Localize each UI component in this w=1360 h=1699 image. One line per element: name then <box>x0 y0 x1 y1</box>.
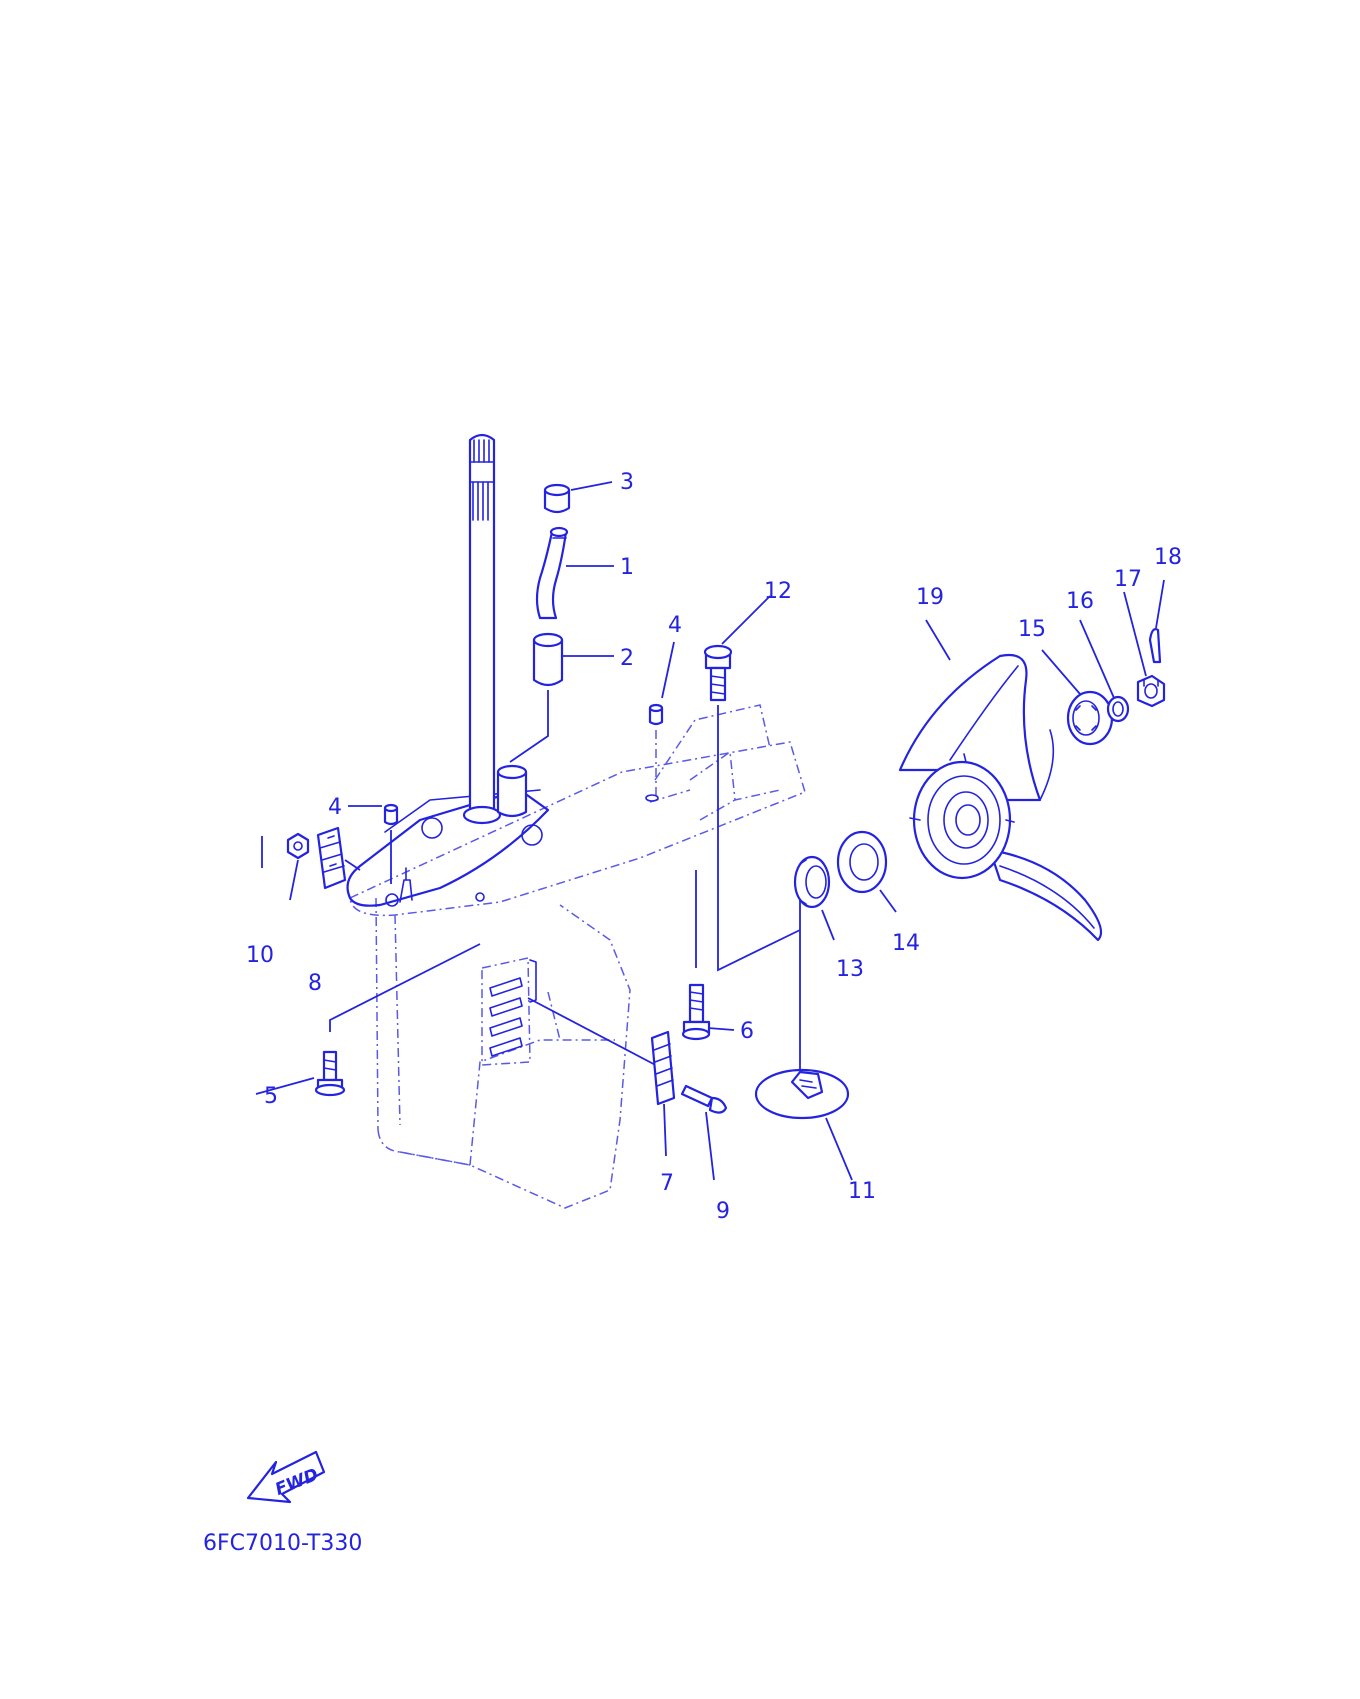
bolt-part-5 <box>314 1050 346 1097</box>
grommet-part-3 <box>543 483 571 514</box>
grommet-part-2 <box>532 632 564 687</box>
screw-part-9 <box>680 1084 728 1114</box>
dowel-pin-part-4-upper <box>648 703 664 726</box>
spacer-part-15 <box>1066 690 1114 746</box>
drive-shaft <box>462 433 502 825</box>
assembly-line-bolt-5 <box>329 943 481 1032</box>
callout-6: 6 <box>740 1019 754 1044</box>
assembly-line-part-7 <box>527 997 666 1071</box>
anode-part-8 <box>316 826 347 890</box>
callout-13: 13 <box>836 957 864 982</box>
water-tube-seat <box>496 764 528 818</box>
trim-tab-anode-part-11 <box>754 1068 850 1120</box>
callout-15: 15 <box>1018 617 1046 642</box>
anode-part-7 <box>650 1030 676 1106</box>
thrust-bushing-part-14 <box>836 830 888 894</box>
spacer-part-13 <box>793 855 831 909</box>
callout-labels: 3 1 2 4 4 5 6 7 8 9 10 11 12 13 14 15 16… <box>246 470 1182 1224</box>
castle-nut-part-17 <box>1136 674 1166 708</box>
assembly-line-part-8 <box>344 859 361 871</box>
callout-17: 17 <box>1114 567 1142 592</box>
diagram-code: 6FC7010-T330 <box>203 1531 362 1556</box>
washer-part-16 <box>1106 695 1130 723</box>
dowel-hole <box>645 794 659 802</box>
callout-18: 18 <box>1154 545 1182 570</box>
callout-5: 5 <box>264 1084 278 1109</box>
callout-19: 19 <box>916 585 944 610</box>
casing-top-flange <box>346 788 550 907</box>
callout-leaders <box>255 481 1165 1181</box>
assembly-line-bolt-12 <box>717 705 801 972</box>
callout-4-upper: 4 <box>668 613 682 638</box>
callout-1: 1 <box>620 555 634 580</box>
bolt-part-12 <box>703 644 733 702</box>
water-intake-grille <box>489 959 537 1057</box>
callout-3: 3 <box>620 470 634 495</box>
callout-16: 16 <box>1066 589 1094 614</box>
callout-11: 11 <box>848 1179 876 1204</box>
callout-9: 9 <box>716 1199 730 1224</box>
callout-7: 7 <box>660 1171 674 1196</box>
forward-direction-arrow: FWD <box>246 1450 326 1504</box>
callout-10: 10 <box>246 943 274 968</box>
water-tube-part-1 <box>535 526 569 620</box>
lower-casing-outline <box>349 704 806 1209</box>
callout-8: 8 <box>308 971 322 996</box>
cotter-pin-part-18 <box>1148 628 1162 664</box>
callout-4-lower: 4 <box>328 795 342 820</box>
nut-part-10 <box>286 832 310 860</box>
assembly-line-water-tube <box>509 690 549 763</box>
propeller-part-19 <box>898 653 1103 942</box>
callout-2: 2 <box>620 646 634 671</box>
callout-12: 12 <box>764 579 792 604</box>
callout-14: 14 <box>892 931 920 956</box>
bolt-part-6 <box>681 983 711 1041</box>
dowel-pin-part-4-lower <box>383 803 399 826</box>
